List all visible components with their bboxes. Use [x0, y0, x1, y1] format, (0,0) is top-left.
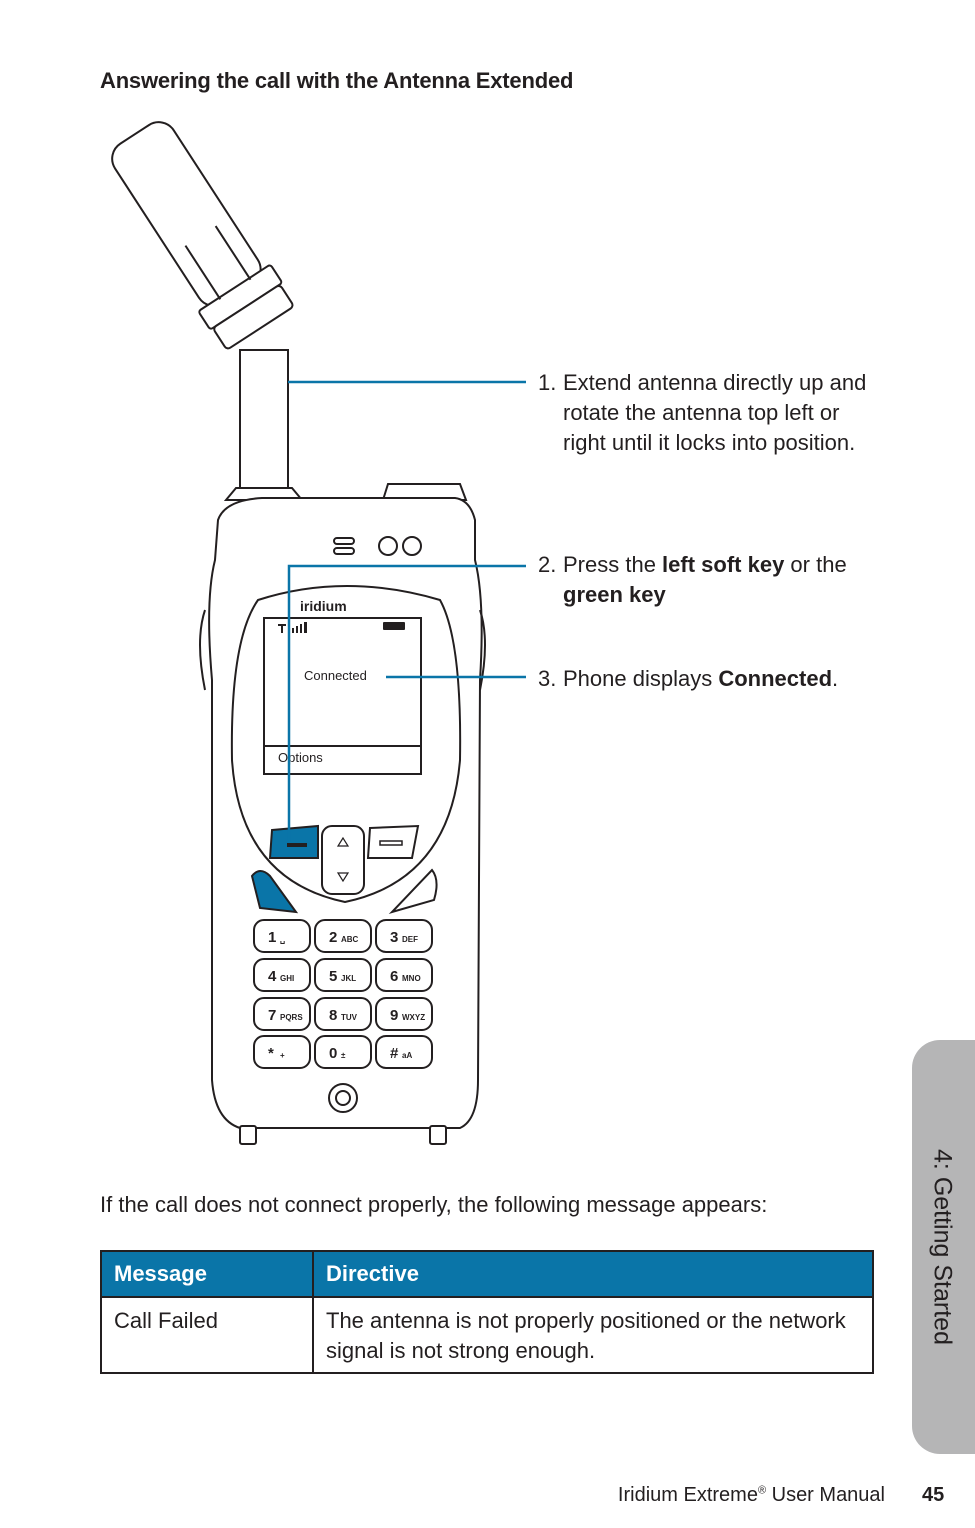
footer-title: Iridium Extreme® User Manual	[617, 1484, 885, 1506]
keypad-key-letters: PQRS	[280, 1013, 303, 1022]
callout-2-number: 2.	[538, 552, 557, 577]
keypad-key-letters: MNO	[402, 974, 421, 983]
callout-1-number: 1.	[538, 370, 557, 395]
table-cell-directive: The antenna is not properly positioned o…	[312, 1296, 874, 1374]
keypad-key-label: 7	[268, 1007, 276, 1024]
green-key	[250, 870, 299, 914]
keypad-key-letters: ±	[341, 1051, 346, 1060]
callout-1-text: Extend antenna directly up and rotate th…	[563, 370, 867, 455]
keypad-key	[375, 958, 433, 992]
keypad-key-letters: +	[280, 1051, 285, 1060]
leader-line-2	[287, 564, 526, 842]
keypad-key-letters: JKL	[341, 974, 356, 983]
chapter-tab	[912, 1040, 975, 1454]
left-soft-key	[268, 824, 319, 859]
keypad-key-letters: ABC	[341, 935, 359, 944]
chapter-tab-label: 4: Getting Started	[928, 1149, 957, 1345]
keypad-key-label: 9	[390, 1007, 398, 1024]
keypad-key-letters: GHI	[280, 974, 294, 983]
keypad-key	[314, 919, 372, 953]
table-row: Call Failed The antenna is not properly …	[100, 1296, 874, 1374]
keypad-key-label: 5	[329, 968, 337, 985]
red-key	[388, 868, 438, 914]
keypad-key	[253, 997, 311, 1031]
keypad-key	[314, 997, 372, 1031]
callout-1: 1. Extend antenna directly up and rotate…	[538, 368, 878, 458]
keypad-key	[375, 997, 433, 1031]
intro-paragraph: If the call does not connect properly, t…	[100, 1192, 768, 1217]
keypad-key-letters: ␣	[280, 935, 285, 944]
right-soft-key	[366, 824, 420, 859]
callout-2-text: Press the left soft key or the green key	[563, 552, 847, 607]
antenna-top	[111, 121, 294, 350]
keypad-key	[314, 958, 372, 992]
keypad-key-letters: WXYZ	[402, 1013, 425, 1022]
callout-3: 3. Phone displays Connected.	[538, 664, 878, 694]
table-header-row: Message Directive	[100, 1250, 874, 1298]
keypad-key-label: 3	[390, 929, 398, 946]
message-table: Message Directive Call Failed The antenn…	[100, 1250, 874, 1374]
table-header-message: Message	[100, 1250, 314, 1298]
keypad-key-label: 6	[390, 968, 398, 985]
keypad-key-letters: TUV	[341, 1013, 358, 1022]
keypad-key	[375, 1035, 433, 1069]
section-heading: Answering the call with the Antenna Exte…	[100, 68, 574, 93]
keypad-key	[253, 958, 311, 992]
keypad-key-label: #	[390, 1045, 399, 1062]
nav-key	[321, 825, 365, 895]
keypad-key-label: 8	[329, 1007, 337, 1024]
keypad-key-label: 0	[329, 1045, 337, 1062]
callout-3-text: Phone displays Connected.	[563, 666, 839, 691]
callout-3-number: 3.	[538, 666, 557, 691]
brand-logo: iridium	[300, 598, 347, 614]
keypad-key-letters: DEF	[402, 935, 418, 944]
keypad-key-letters: aA	[402, 1051, 412, 1060]
keypad-key	[253, 1035, 311, 1069]
callout-2: 2. Press the left soft key or the green …	[538, 550, 878, 610]
table-cell-message: Call Failed	[100, 1296, 314, 1374]
keypad-key	[314, 1035, 372, 1069]
left-soft-key-bar	[287, 843, 307, 847]
keypad-key	[253, 919, 311, 953]
keypad-key-label: *	[268, 1045, 274, 1062]
keypad-key-label: 2	[329, 929, 337, 946]
screen-softkey-label: Options	[278, 750, 323, 765]
page-number: 45	[922, 1484, 945, 1506]
keypad-key	[375, 919, 433, 953]
table-header-directive: Directive	[312, 1250, 874, 1298]
keypad-key-label: 1	[268, 929, 276, 946]
screen-status: Connected	[304, 668, 367, 683]
keypad-key-label: 4	[268, 968, 277, 985]
antenna-shaft	[239, 349, 289, 501]
